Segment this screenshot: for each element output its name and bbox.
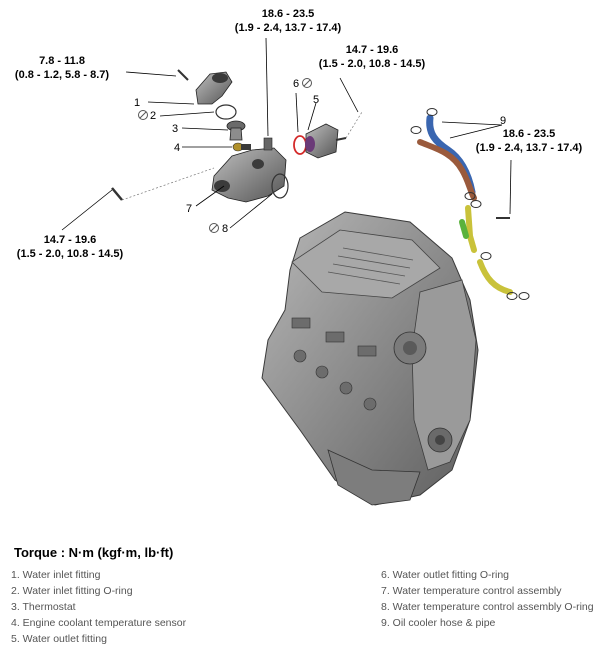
water-temperature-control-assembly [211, 137, 287, 203]
oil-cooler-hose-and-pipe [410, 108, 530, 300]
control-assembly-o-ring [271, 173, 289, 199]
replace-part-icon-6 [302, 78, 312, 88]
part-label-9: 9 [500, 115, 506, 127]
legend-item-5: 5. Water outlet fitting [11, 633, 107, 645]
torque-t5-line2: (1.9 - 2.4, 13.7 - 17.4) [476, 142, 583, 154]
legend-item-2: 2. Water inlet fitting O-ring [11, 585, 133, 597]
water-outlet-fitting [305, 123, 347, 159]
replace-part-icon-2 [138, 110, 148, 120]
torque-t1-line1: 7.8 - 11.8 [39, 55, 85, 67]
leader-lines [61, 37, 512, 231]
part-label-2: 2 [150, 110, 156, 122]
torque-t3-line1: 14.7 - 19.6 [346, 44, 399, 56]
torque-t5-line1: 18.6 - 23.5 [503, 128, 556, 140]
part-label-5: 5 [313, 94, 319, 106]
legend-item-6: 6. Water outlet fitting O-ring [381, 569, 509, 581]
exploded-view-diagram: 7.8 - 11.8 (0.8 - 1.2, 5.8 - 8.7) 18.6 -… [15, 8, 583, 506]
water-inlet-o-ring [215, 104, 237, 120]
thermostat [226, 120, 246, 141]
assembly-bolt [111, 187, 123, 201]
part-label-8: 8 [222, 223, 228, 235]
torque-t2-line2: (1.9 - 2.4, 13.7 - 17.4) [235, 22, 342, 34]
intake-side-bosses [291, 317, 377, 411]
legend-item-7: 7. Water temperature control assembly [381, 585, 562, 597]
part-label-7: 7 [186, 203, 192, 215]
replace-part-icon-8 [209, 223, 219, 233]
legend-right-column: 6. Water outlet fitting O-ring 7. Water … [381, 567, 594, 631]
inlet-fitting-bolt [177, 69, 189, 81]
part-label-4: 4 [174, 142, 180, 154]
part-label-6: 6 [293, 78, 299, 90]
legend-item-4: 4. Engine coolant temperature sensor [11, 617, 187, 629]
torque-t4-line2: (1.5 - 2.0, 10.8 - 14.5) [17, 248, 124, 260]
torque-t2-line1: 18.6 - 23.5 [262, 8, 315, 20]
torque-t4-line1: 14.7 - 19.6 [44, 234, 97, 246]
legend-item-8: 8. Water temperature control assembly O-… [381, 601, 594, 613]
water-inlet-fitting [195, 71, 233, 105]
part-label-1: 1 [134, 97, 140, 109]
legend-left-column: 1. Water inlet fitting 2. Water inlet fi… [11, 567, 186, 647]
torque-t1-line2: (0.8 - 1.2, 5.8 - 8.7) [15, 69, 109, 81]
legend-title: Torque : N·m (kgf·m, lb·ft) [14, 545, 174, 560]
legend-item-1: 1. Water inlet fitting [11, 569, 101, 581]
cam-cover-ribs [327, 247, 414, 285]
legend-item-3: 3. Thermostat [11, 601, 76, 613]
legend-item-9: 9. Oil cooler hose & pipe [381, 617, 496, 629]
water-outlet-o-ring [293, 135, 307, 155]
part-label-3: 3 [172, 123, 178, 135]
torque-t3-line2: (1.5 - 2.0, 10.8 - 14.5) [319, 58, 426, 70]
coolant-temp-sensor [232, 142, 251, 152]
engine-block [261, 211, 479, 506]
